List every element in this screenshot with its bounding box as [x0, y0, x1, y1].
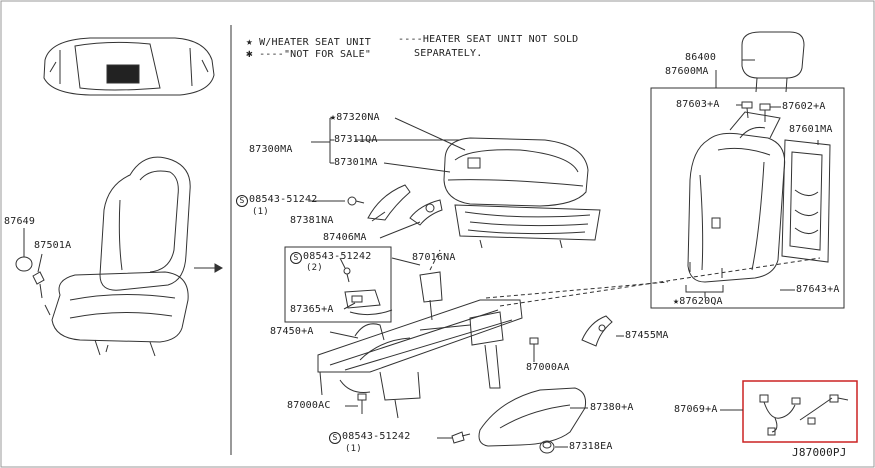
part-label-87620QA[interactable]: ★87620QA [673, 296, 723, 308]
part-87000AA-bolt [530, 338, 538, 344]
harness-highlight-box [743, 381, 857, 442]
bracket-87365A-illustration [345, 290, 392, 315]
screw-icon-1 [348, 197, 364, 205]
seat-cushion-illustration [444, 138, 600, 248]
legend-separately-label: SEPARATELY. [414, 48, 483, 59]
legend-dash-2: ---- [259, 49, 284, 60]
quantity-screw-1: (1) [252, 207, 269, 217]
headrest-illustration [742, 32, 804, 92]
star-symbol: ★ [330, 112, 337, 123]
part-87649-knob [16, 257, 32, 271]
car-top-view-illustration [44, 38, 214, 95]
s-symbol: S [236, 195, 248, 207]
part-label-87455MA[interactable]: 87455MA [625, 330, 669, 341]
part-label-87600MA[interactable]: 87600MA [665, 66, 709, 77]
part-number: 08543-51242 [249, 194, 318, 205]
complete-seat-illustration [45, 157, 190, 356]
part-87380A-finisher [479, 388, 586, 446]
legend-not-for-sale-label: "NOT FOR SALE" [283, 49, 372, 60]
inset-box-87016NA [285, 247, 391, 322]
part-number: 08543-51242 [342, 431, 411, 442]
s-symbol: S [290, 252, 302, 264]
legend-line-1: ★ W/HEATER SEAT UNIT [246, 36, 371, 49]
legend-line-2: ✱ ----"NOT FOR SALE" [246, 48, 371, 61]
part-label-87501A[interactable]: 87501A [34, 240, 72, 251]
part-label-87381NA[interactable]: 87381NA [290, 215, 334, 226]
star-symbol: ★ [246, 35, 253, 48]
part-label-87602A[interactable]: 87602+A [782, 101, 826, 112]
part-label-87406MA[interactable]: 87406MA [323, 232, 367, 243]
part-label-87016NA[interactable]: 87016NA [412, 252, 456, 263]
harness-87069A-illustration [760, 395, 848, 435]
part-label-87311QA[interactable]: 87311QA [334, 134, 378, 145]
part-87406MA-cover [410, 200, 442, 225]
part-label-87069A[interactable]: 87069+A [674, 404, 718, 415]
part-87501A-bolt [33, 272, 44, 284]
legend-note-1: ----HEATER SEAT UNIT NOT SOLD [398, 34, 578, 46]
part-label-87000AA[interactable]: 87000AA [526, 362, 570, 373]
part-label-87318EA[interactable]: 87318EA [569, 441, 613, 452]
part-number: 87320NA [336, 112, 380, 123]
diagram-code: J87000PJ [792, 446, 847, 459]
screw-icon-3 [452, 432, 470, 443]
seat-track-frame-illustration [318, 272, 522, 418]
part-label-87603A[interactable]: 87603+A [676, 99, 720, 110]
part-label-87301MA[interactable]: 87301MA [334, 157, 378, 168]
part-label-87000AC[interactable]: 87000AC [287, 400, 331, 411]
quantity-screw-2: (2) [306, 263, 323, 273]
part-87455MA-lever [582, 316, 612, 346]
quantity-screw-3: (1) [345, 444, 362, 454]
part-label-87365A[interactable]: 87365+A [290, 304, 334, 315]
part-label-87300MA[interactable]: 87300MA [249, 144, 293, 155]
part-label-87380A[interactable]: 87380+A [590, 402, 634, 413]
part-87000AC-bolt [358, 394, 366, 400]
part-label-87643A[interactable]: 87643+A [796, 284, 840, 295]
seatback-assembly-box [651, 88, 844, 308]
part-label-87320NA[interactable]: ★87320NA [330, 112, 380, 124]
leader-lines [37, 60, 818, 447]
legend-heater-label: W/HEATER SEAT UNIT [259, 37, 372, 48]
asterisk-symbol: ✱ [246, 47, 253, 60]
star-symbol: ★ [673, 296, 680, 307]
legend-not-sold-label: HEATER SEAT UNIT NOT SOLD [422, 34, 579, 45]
part-87381NA-cover [368, 185, 410, 220]
part-number: 08543-51242 [303, 251, 372, 262]
seatback-frame-illustration [782, 140, 830, 262]
s-symbol: S [329, 432, 341, 444]
part-label-87601MA[interactable]: 87601MA [789, 124, 833, 135]
part-label-87649[interactable]: 87649 [4, 216, 36, 227]
part-label-87450A[interactable]: 87450+A [270, 326, 314, 337]
seatback-illustration [688, 112, 785, 282]
part-number: 87620QA [679, 296, 723, 307]
part-label-86400[interactable]: 86400 [685, 52, 717, 63]
legend-dash: ---- [398, 34, 423, 45]
part-87318EA-knob [540, 441, 554, 453]
screw-icon-2 [344, 268, 350, 282]
